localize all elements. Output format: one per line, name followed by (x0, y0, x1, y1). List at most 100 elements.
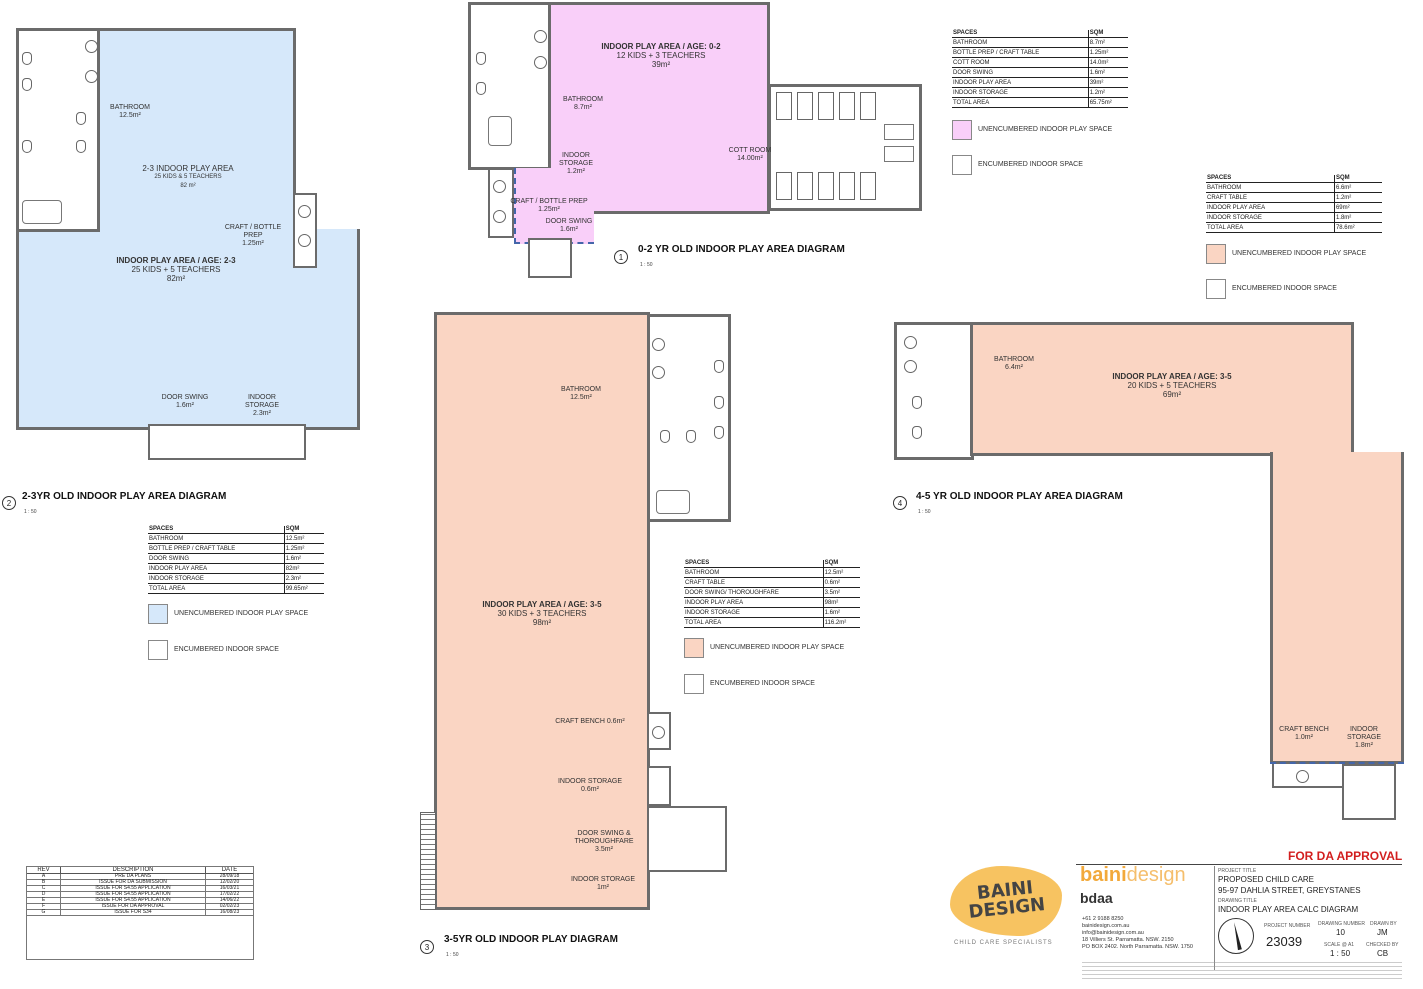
toilet-icon (76, 140, 86, 153)
diagram-number: 3 (420, 940, 434, 954)
stairs-3-5 (420, 812, 436, 910)
cot-icon (776, 172, 792, 200)
revision-cell: ISSUE FOR S34 (60, 909, 206, 916)
space-area: 3.5m² (822, 587, 860, 598)
toilet-icon (912, 396, 922, 409)
space-area: 69m² (1333, 202, 1382, 213)
drawing-title-label: DRAWING TITLE (1218, 898, 1257, 904)
basin-icon (534, 56, 547, 69)
diagram-number: 2 (2, 496, 16, 510)
basin-icon (298, 234, 311, 247)
diagram-scale: 1 : 50 (640, 262, 653, 268)
scale-value: 1 : 50 (1330, 949, 1351, 958)
door-alcove-0-2 (528, 238, 572, 278)
basin-icon (652, 726, 665, 739)
bathroom-3-5 (647, 314, 731, 522)
project-address: 95-97 DAHLIA STREET, GREYSTANES (1218, 886, 1361, 895)
craft-0-2 (488, 168, 514, 238)
swatch-white (148, 640, 168, 660)
toilet-icon (714, 396, 724, 409)
space-area: 116.2m² (822, 617, 860, 628)
toilet-icon (76, 112, 86, 125)
space-name: INDOOR PLAY AREA (684, 597, 824, 608)
space-area: 1.25m² (1087, 47, 1128, 58)
toilet-icon (912, 426, 922, 439)
basin-icon (534, 30, 547, 43)
space-name: COTT ROOM (952, 57, 1089, 68)
play-area-2-3-join (99, 228, 293, 234)
space-area: 99.65m² (283, 583, 324, 594)
cot-icon (884, 146, 914, 162)
basin-icon (1296, 770, 1309, 783)
diagram-scale: 1 : 50 (24, 509, 37, 515)
basin-icon (652, 366, 665, 379)
space-name: CRAFT TABLE (684, 577, 824, 588)
bathtub-icon (488, 116, 512, 146)
toilet-icon (22, 78, 32, 91)
brand-sub: bdaa (1080, 890, 1113, 906)
drawn-by: JM (1377, 928, 1388, 937)
cot-icon (839, 172, 855, 200)
toilet-icon (686, 430, 696, 443)
toilet-icon (714, 360, 724, 373)
basin-icon (493, 180, 506, 193)
toilet-icon (22, 52, 32, 65)
space-name: BATHROOM (1206, 182, 1335, 193)
contact-line: bainidesign.com.au (1082, 923, 1130, 929)
basin-icon (652, 338, 665, 351)
space-area: 2.3m² (283, 573, 324, 584)
toilet-icon (476, 82, 486, 95)
title-block-divider (1214, 866, 1215, 970)
space-name: INDOOR PLAY AREA (952, 77, 1089, 88)
space-name: INDOOR PLAY AREA (148, 563, 285, 574)
space-area: 1.25m² (283, 543, 324, 554)
swatch-white (952, 155, 972, 175)
brand-name: bainidesign (1080, 864, 1186, 886)
space-name: TOTAL AREA (952, 97, 1089, 108)
checked-by-label: CHECKED BY (1366, 942, 1399, 948)
space-name: INDOOR STORAGE (1206, 212, 1335, 223)
play-area-4-5-join (1273, 450, 1351, 458)
contact-line: info@bainidesign.com.au (1082, 930, 1144, 936)
space-area: 78.6m² (1333, 222, 1382, 233)
basin-icon (298, 205, 311, 218)
basin-icon (85, 40, 98, 53)
diagram-scale: 1 : 50 (446, 952, 459, 958)
diagram-number: 4 (893, 496, 907, 510)
space-area: 1.6m² (822, 607, 860, 618)
toilet-icon (660, 430, 670, 443)
space-name: DOOR SWING (952, 67, 1089, 78)
revision-cell: 16/08/23 (205, 909, 254, 916)
space-name: CRAFT TABLE (1206, 192, 1335, 203)
cot-icon (797, 172, 813, 200)
storage-2-3 (148, 424, 306, 460)
basin-icon (904, 360, 917, 373)
table-header-sqm: SQM (283, 526, 324, 534)
